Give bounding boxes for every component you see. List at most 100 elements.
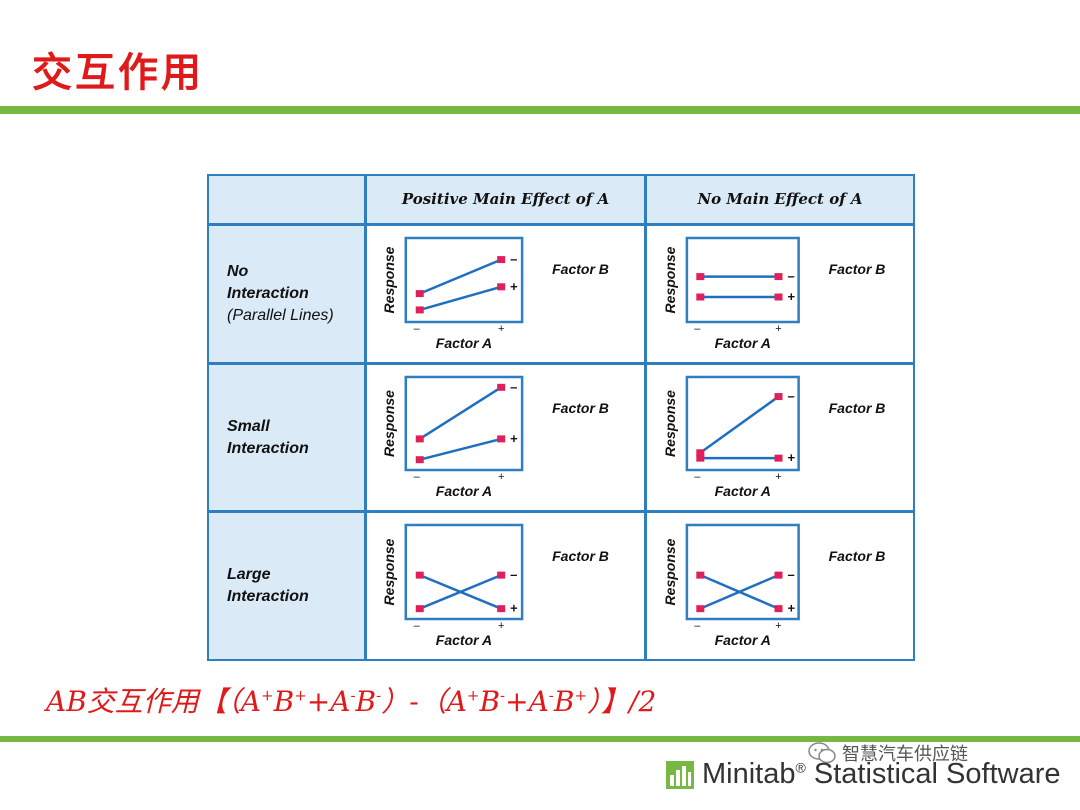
- series-line: [699, 573, 780, 610]
- series-sign-label: +: [510, 279, 518, 294]
- y-axis-title: Response: [662, 538, 678, 605]
- formula-part: AB交互作用【（A: [46, 685, 262, 718]
- col-header-none: No Main Effect of A: [647, 176, 913, 223]
- y-axis-title: Response: [381, 390, 397, 457]
- interaction-formula: AB交互作用【（A+B++A-B-）-（A+B-+A-B+）】/2: [46, 680, 656, 720]
- data-point: [497, 283, 506, 291]
- row-label-line: Interaction: [227, 439, 309, 457]
- formula-part: B: [479, 685, 501, 718]
- data-point: [774, 293, 783, 301]
- series-sign-label: –: [510, 252, 517, 267]
- x-tick-label: +: [775, 620, 781, 632]
- x-tick-label: –: [414, 323, 421, 335]
- interaction-table: Positive Main Effect of A No Main Effect…: [207, 174, 915, 661]
- plot-frame: [404, 375, 524, 472]
- data-point: [696, 605, 705, 613]
- data-point: [497, 435, 506, 443]
- formula-sup: -: [350, 686, 356, 705]
- series-line: [419, 285, 502, 312]
- row-label-no-interaction: No Interaction (Parallel Lines): [227, 226, 334, 362]
- series-sign-label: –: [788, 389, 795, 404]
- formula-sup: +: [294, 686, 307, 705]
- formula-sup: -: [376, 686, 382, 705]
- formula-sup: -: [548, 686, 554, 705]
- series-sign-label: –: [510, 567, 517, 582]
- data-point: [497, 605, 506, 613]
- brand-rest: Statistical Software: [805, 758, 1061, 790]
- series-line: [419, 573, 502, 610]
- formula-part: B: [553, 685, 575, 718]
- x-axis-title: Factor A: [715, 483, 771, 499]
- series-sign-label: +: [788, 601, 796, 616]
- x-tick-label: –: [414, 620, 421, 632]
- wechat-icon: [808, 742, 836, 764]
- top-divider: [0, 106, 1080, 114]
- minitab-branding: Minitab® Statistical Software: [666, 758, 1060, 791]
- col-header-positive: Positive Main Effect of A: [367, 176, 644, 223]
- formula-part: B: [355, 685, 377, 718]
- series-sign-label: –: [788, 567, 795, 582]
- y-axis-title: Response: [381, 246, 397, 313]
- formula-sup: -: [500, 686, 506, 705]
- x-tick-label: +: [775, 471, 781, 483]
- bottom-divider: [0, 736, 1080, 742]
- watermark: 智慧汽车供应链: [808, 740, 968, 766]
- row-label-line: Small: [227, 417, 270, 435]
- x-axis-title: Factor A: [436, 483, 492, 499]
- data-point: [774, 393, 783, 401]
- data-point: [497, 256, 506, 264]
- data-point: [415, 571, 424, 579]
- x-tick-label: +: [775, 323, 781, 335]
- row-label-line: No: [227, 263, 249, 280]
- formula-part: +A: [505, 685, 549, 718]
- row-label-line: Large: [227, 566, 271, 583]
- col-header-text: No Main Effect of A: [697, 190, 863, 208]
- legend-title: Factor B: [829, 548, 886, 564]
- legend-title: Factor B: [552, 548, 609, 564]
- data-point: [774, 605, 783, 613]
- x-axis-title: Factor A: [436, 335, 492, 351]
- x-tick-label: –: [694, 323, 701, 335]
- brand-name: Minitab: [702, 758, 796, 790]
- row-label-line: Interaction: [227, 588, 309, 605]
- data-point: [774, 454, 783, 462]
- row-label-cell-large: Large Interaction: [209, 513, 364, 659]
- data-point: [415, 306, 424, 314]
- data-point: [696, 273, 705, 281]
- y-axis-title: Response: [662, 390, 678, 457]
- row-label-cell-no: No Interaction (Parallel Lines): [209, 226, 364, 362]
- formula-part: +A: [306, 685, 351, 718]
- data-point: [774, 273, 783, 281]
- series-sign-label: –: [510, 379, 517, 394]
- legend-title: Factor B: [829, 261, 886, 277]
- series-line: [419, 437, 502, 461]
- x-tick-label: +: [498, 323, 504, 335]
- y-axis-title: Response: [381, 538, 397, 605]
- corner-cell: [209, 176, 364, 223]
- row-label-small-interaction: Small Interaction: [227, 365, 309, 510]
- col-header-text: Positive Main Effect of A: [401, 190, 610, 208]
- legend-title: Factor B: [552, 400, 609, 416]
- series-sign-label: +: [510, 601, 518, 616]
- x-tick-label: +: [498, 620, 504, 632]
- legend-title: Factor B: [552, 261, 609, 277]
- data-point: [415, 290, 424, 298]
- data-point: [415, 435, 424, 443]
- data-point: [415, 605, 424, 613]
- brand-text: Minitab® Statistical Software: [702, 758, 1060, 791]
- x-tick-label: +: [498, 471, 504, 483]
- slide-title: 交互作用: [32, 49, 204, 96]
- data-point: [696, 454, 705, 462]
- brand-reg: ®: [795, 759, 806, 776]
- series-sign-label: +: [788, 450, 796, 465]
- formula-sup: +: [261, 686, 274, 705]
